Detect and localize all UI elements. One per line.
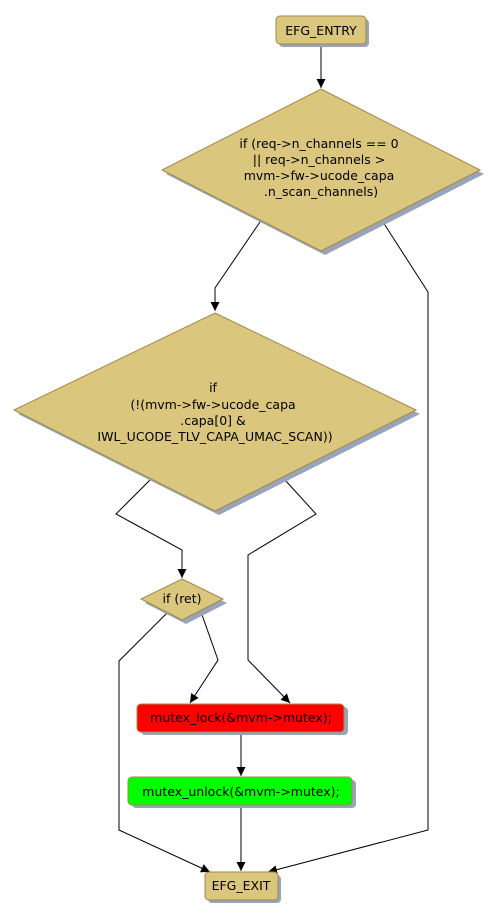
node-lock-label: mutex_lock(&mvm->mutex); [150,710,332,725]
node-lock-box [136,703,345,733]
node-cond1-line: .n_scan_channels) [264,184,378,199]
node-unlock-label: mutex_unlock(&mvm->mutex); [142,784,340,799]
node-cond2-line: (!(mvm->fw->ucode_capa [130,397,295,412]
node-cond2-label: if (!(mvm->fw->ucode_capa .capa[0] & IWL… [97,380,332,444]
node-exit: EFG_EXIT [204,871,281,903]
edge-cond2-to-lock [247,479,317,704]
node-cond2-line: .capa[0] & [180,413,246,428]
node-cond2: if (!(mvm->fw->ucode_capa .capa[0] & IWL… [12,312,420,515]
node-exit-box [204,871,279,901]
edge-cond2-to-cond3 [115,479,187,578]
node-cond1-line: || req->n_channels > [253,152,385,167]
node-unlock-box [127,776,353,806]
node-cond1: if (req->n_channels == 0 || req->n_chann… [160,88,484,255]
edges [115,44,429,875]
edge-cond1-to-exit [267,218,429,875]
edge-cond3-to-lock [189,611,219,704]
node-cond1-label: if (req->n_channels == 0 || req->n_chann… [239,136,402,199]
node-entry: EFG_ENTRY [275,15,369,47]
node-entry-box [275,15,367,45]
node-unlock: mutex_unlock(&mvm->mutex); [127,776,356,808]
node-cond2-line: if [209,380,217,395]
edge-cond1-to-cond2 [210,218,263,311]
node-cond2-diamond [12,312,418,512]
node-cond1-diamond [160,88,482,252]
node-cond3-label: if (ret) [162,591,201,606]
node-cond1-line: if (req->n_channels == 0 [239,136,398,151]
node-cond1-line: mvm->fw->ucode_capa [244,168,395,183]
node-entry-label: EFG_ENTRY [285,23,357,38]
edge-cond3-to-exit [118,611,211,873]
node-cond2-line: IWL_UCODE_TLV_CAPA_UMAC_SCAN)) [97,429,332,444]
node-cond3-diamond [139,578,225,621]
node-exit-label: EFG_EXIT [212,878,271,893]
node-cond3: if (ret) [139,578,227,624]
node-lock: mutex_lock(&mvm->mutex); [136,703,348,735]
